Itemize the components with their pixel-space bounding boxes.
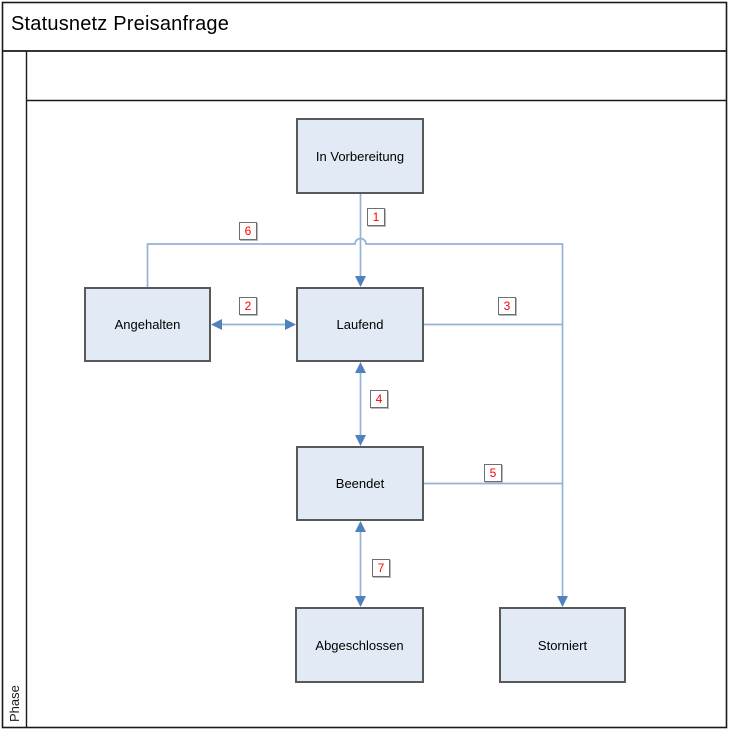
transition-6-badge[interactable]: 6 bbox=[239, 222, 257, 240]
transition-7-badge[interactable]: 7 bbox=[372, 559, 390, 577]
transition-6-line bbox=[146, 237, 564, 599]
transition-5-badge[interactable]: 5 bbox=[484, 464, 502, 482]
arrowhead-into-abgeschlossen bbox=[355, 596, 366, 607]
state-laufend[interactable]: Laufend bbox=[296, 287, 424, 362]
transition-1-badge[interactable]: 1 bbox=[367, 208, 385, 226]
phase-lane-label: Phase bbox=[7, 685, 22, 722]
arrowhead-into-storniert bbox=[557, 596, 568, 607]
arrowhead-into-laufend-left bbox=[285, 319, 296, 330]
arrowhead-into-angehalten bbox=[211, 319, 222, 330]
arrowhead-into-beendet-bottom bbox=[355, 521, 366, 532]
transition-3-badge[interactable]: 3 bbox=[498, 297, 516, 315]
state-label-angehalten: Angehalten bbox=[114, 317, 181, 332]
state-beendet[interactable]: Beendet bbox=[296, 446, 424, 521]
state-abgeschlossen[interactable]: Abgeschlossen bbox=[295, 607, 424, 683]
state-angehalten[interactable]: Angehalten bbox=[84, 287, 211, 362]
state-label-storniert: Storniert bbox=[537, 637, 588, 653]
transition-2-badge[interactable]: 2 bbox=[239, 297, 257, 315]
arrowhead-into-laufend-top bbox=[355, 276, 366, 287]
state-label-laufend: Laufend bbox=[336, 317, 384, 332]
arrowhead-into-laufend-bottom bbox=[355, 362, 366, 373]
page-title: Statusnetz Preisanfrage bbox=[11, 13, 230, 35]
state-storniert[interactable]: Storniert bbox=[499, 607, 626, 683]
state-label-beendet: Beendet bbox=[335, 476, 385, 491]
transition-4-badge[interactable]: 4 bbox=[370, 390, 388, 408]
state-label-abgeschlossen: Abgeschlossen bbox=[315, 637, 404, 653]
arrowhead-into-beendet-top bbox=[355, 435, 366, 446]
state-label-in-vorbereitung: In Vorbereitung bbox=[315, 148, 405, 164]
state-in-vorbereitung[interactable]: In Vorbereitung bbox=[296, 118, 424, 194]
